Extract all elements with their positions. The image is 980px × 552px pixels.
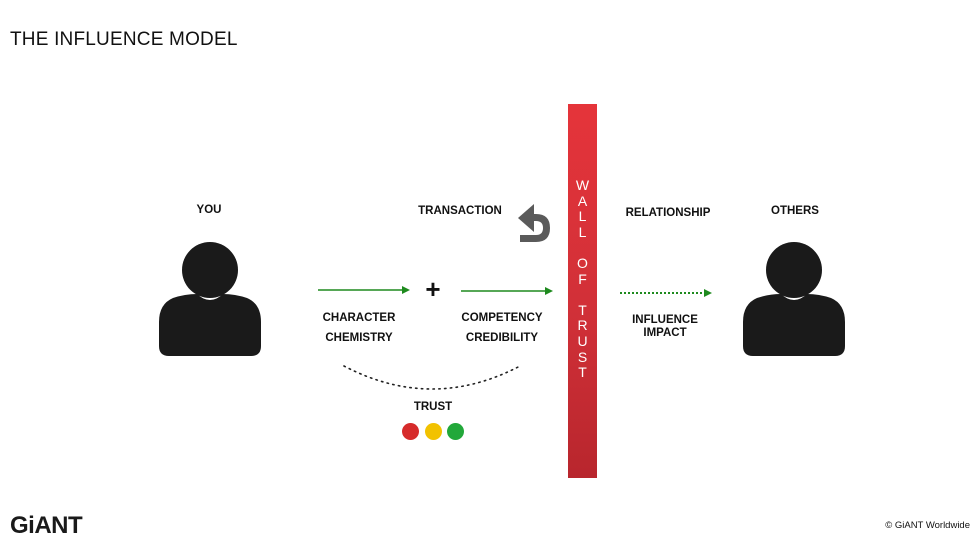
character-label: CHARACTER: [322, 312, 396, 324]
character-arrow: [318, 286, 410, 294]
trust-red-dot: [402, 423, 419, 440]
competency-arrow: [461, 287, 553, 295]
plus-sign: +: [425, 274, 441, 304]
you-label: YOU: [196, 204, 222, 216]
influence-label: INFLUENCE: [632, 314, 698, 326]
wall-of-trust: W A L L O F T R U S T: [568, 104, 597, 478]
page-title: THE INFLUENCE MODEL: [10, 29, 238, 50]
impact-label: IMPACT: [643, 327, 687, 339]
trust-yellow-dot: [425, 423, 442, 440]
influence-arrow: [620, 289, 712, 297]
trust-green-dot: [447, 423, 464, 440]
credibility-label: CREDIBILITY: [465, 332, 539, 344]
you-person-icon: [159, 242, 261, 356]
trust-label: TRUST: [413, 401, 453, 413]
others-label: OTHERS: [771, 205, 819, 217]
chemistry-label: CHEMISTRY: [325, 332, 393, 344]
relationship-label: RELATIONSHIP: [625, 207, 711, 219]
trust-curve: [343, 365, 521, 390]
giant-logo: GiANT: [10, 512, 83, 539]
others-person-icon: [743, 242, 845, 356]
wall-of-trust-text: W A L L O F T R U S T: [575, 177, 590, 381]
return-arrow-icon: [518, 204, 550, 242]
competency-label: COMPETENCY: [461, 312, 543, 324]
transaction-label: TRANSACTION: [418, 205, 502, 217]
copyright-text: © GiANT Worldwide: [885, 520, 970, 531]
